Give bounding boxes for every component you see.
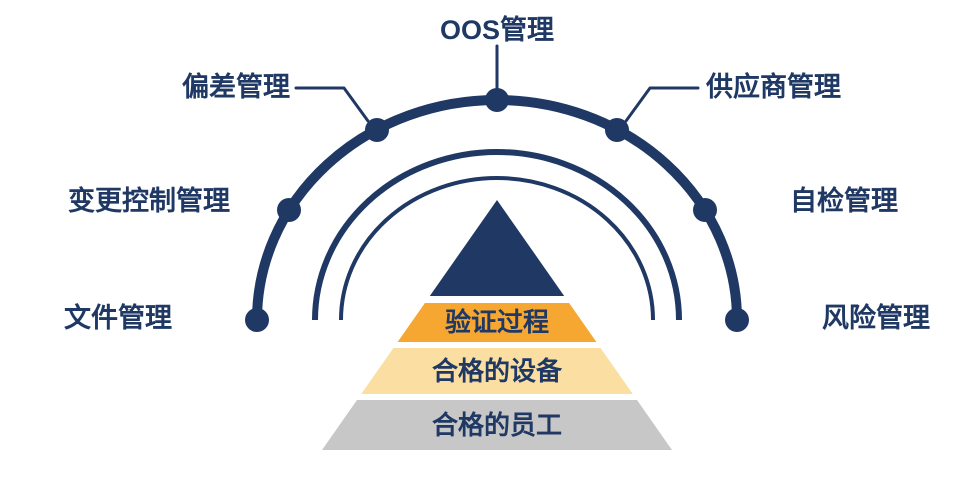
pyramid-label-qualified-equipment: 合格的设备 [431, 356, 563, 386]
node-oos [485, 88, 509, 112]
node-supplier [605, 118, 629, 142]
label-document-management: 文件管理 [64, 303, 172, 333]
label-deviation-management: 偏差管理 [182, 72, 290, 102]
pyramid-layer-equipment [361, 348, 633, 394]
inner-arc-2 [339, 176, 655, 321]
label-supplier-management: 供应商管理 [706, 72, 841, 102]
label-risk-management: 风险管理 [822, 303, 930, 333]
inner-arc-1 [312, 149, 682, 321]
pyramid-layer-staff [322, 400, 672, 450]
label-self-inspection-management: 自检管理 [790, 186, 898, 216]
node-change-control [277, 198, 301, 222]
node-risk [725, 308, 749, 332]
supplier-leader-line [624, 86, 700, 123]
pyramid-label-validation-process: 验证过程 [444, 307, 550, 337]
pyramid-apex-triangle [429, 200, 565, 296]
label-change-control-management: 变更控制管理 [68, 186, 230, 216]
pyramid-label-qualified-staff: 合格的员工 [431, 410, 563, 440]
pyramid-layer-validation [397, 303, 597, 342]
node-self-inspection [693, 198, 717, 222]
deviation-leader-line [294, 86, 370, 123]
label-oos-management: OOS管理 [439, 15, 555, 45]
node-document [245, 308, 269, 332]
node-deviation [365, 118, 389, 142]
